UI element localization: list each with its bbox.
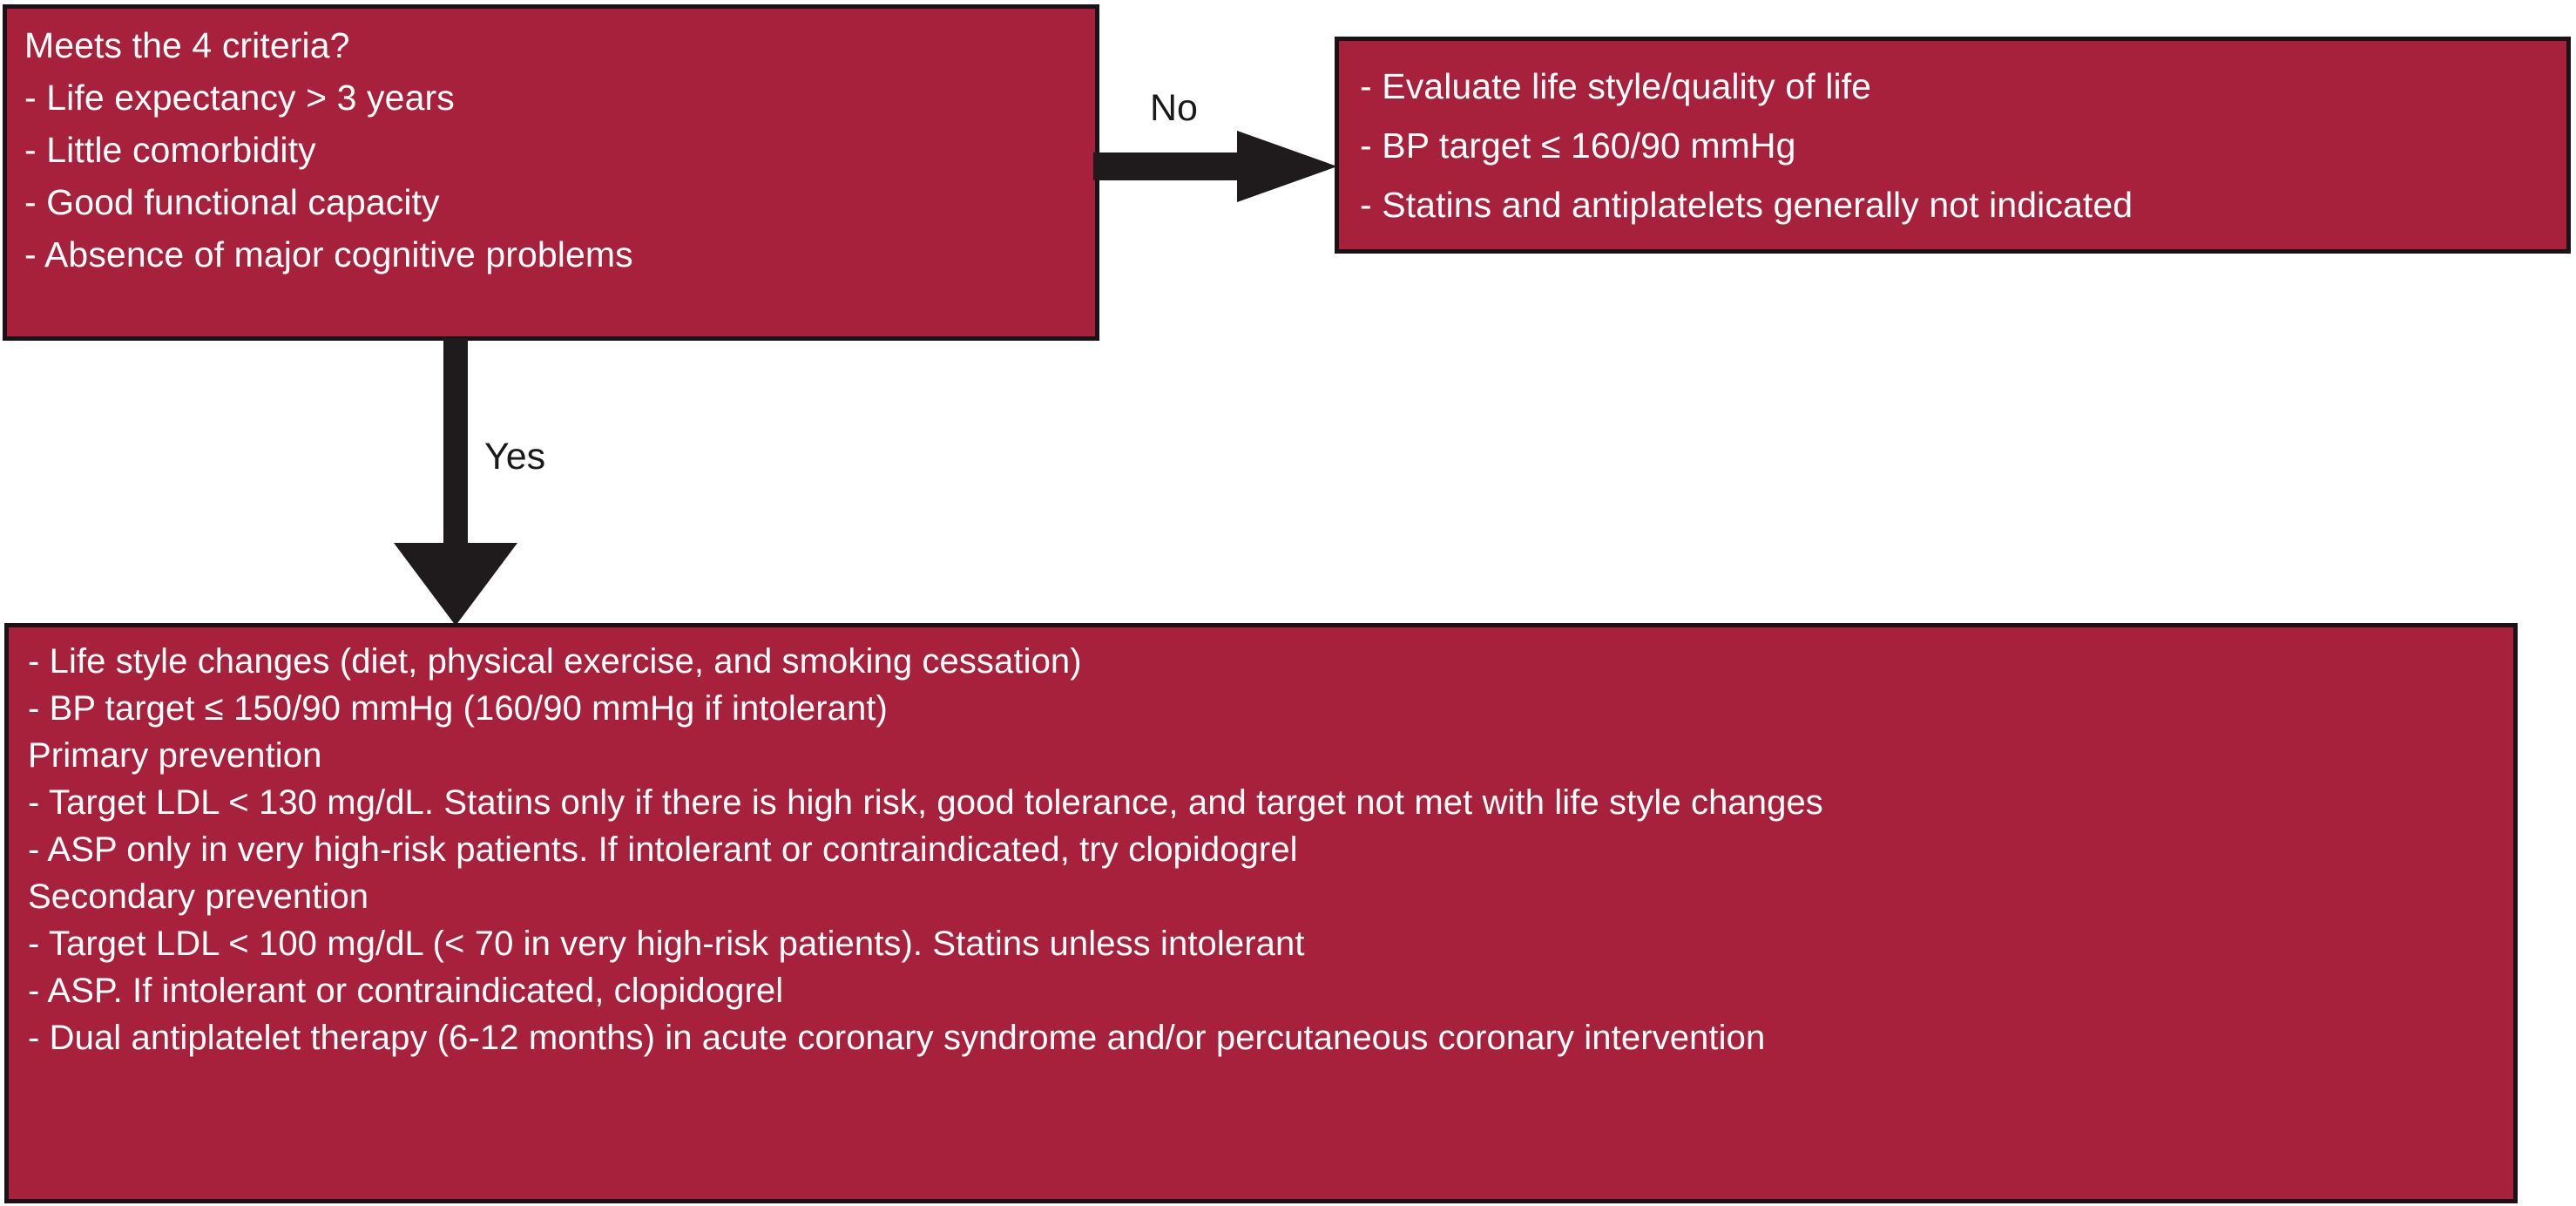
node-yes-branch-line-1: - BP target ≤ 150/90 mmHg (160/90 mmHg i… [28, 685, 2494, 732]
node-no-branch-line-0: - Evaluate life style/quality of life [1360, 66, 1872, 106]
node-criteria-line-1: - Life expectancy > 3 years [24, 78, 455, 118]
node-yes-branch-line-8: - Dual antiplatelet therapy (6-12 months… [28, 1014, 2494, 1061]
line-text: - Target LDL < 100 mg/dL (< 70 in very h… [28, 925, 1305, 963]
line-text: - Life style changes (diet, physical exe… [28, 642, 1082, 681]
line-text: Secondary prevention [28, 877, 369, 916]
arrow-down-yes-icon [394, 338, 517, 626]
line-text: - ASP. If intolerant or contraindicated,… [28, 972, 784, 1010]
node-criteria-line-4: - Absence of major cognitive problems [24, 234, 633, 274]
node-criteria-box: Meets the 4 criteria? - Life expectancy … [3, 4, 1099, 341]
node-yes-branch-heading-secondary: Secondary prevention [28, 873, 2494, 920]
arrow-right-no-icon [1093, 131, 1337, 202]
node-yes-branch-line-6: - Target LDL < 100 mg/dL (< 70 in very h… [28, 920, 2494, 967]
node-criteria-line-2: - Little comorbidity [24, 130, 316, 170]
line-text: - ASP only in very high-risk patients. I… [28, 830, 1298, 869]
line-text: Primary prevention [28, 736, 322, 775]
node-yes-branch-line-7: - ASP. If intolerant or contraindicated,… [28, 967, 2494, 1014]
node-yes-branch-line-3: - Target LDL < 130 mg/dL. Statins only i… [28, 779, 2494, 826]
line-text: - Target LDL < 130 mg/dL. Statins only i… [28, 783, 1823, 822]
line-text: - Dual antiplatelet therapy (6-12 months… [28, 1019, 1766, 1057]
edge-label-no: No [1150, 87, 1198, 129]
node-yes-branch-box: - Life style changes (diet, physical exe… [4, 623, 2518, 1203]
edge-label-yes: Yes [484, 436, 546, 478]
node-no-branch-line-2: - Statins and antiplatelets generally no… [1360, 185, 2133, 225]
node-no-branch-box: - Evaluate life style/quality of life - … [1335, 37, 2571, 254]
node-yes-branch-line-0: - Life style changes (diet, physical exe… [28, 638, 2494, 685]
node-yes-branch-line-4: - ASP only in very high-risk patients. I… [28, 826, 2494, 873]
node-criteria-line-3: - Good functional capacity [24, 182, 440, 222]
node-yes-branch-heading-primary: Primary prevention [28, 732, 2494, 779]
line-text: - BP target ≤ 150/90 mmHg (160/90 mmHg i… [28, 689, 888, 728]
node-no-branch-lines: - Evaluate life style/quality of life - … [1339, 41, 2566, 250]
node-yes-branch-lines: - Life style changes (diet, physical exe… [9, 627, 2513, 1072]
node-criteria-line-0: Meets the 4 criteria? [24, 25, 350, 65]
node-no-branch-line-1: - BP target ≤ 160/90 mmHg [1360, 125, 1796, 166]
node-criteria-lines: Meets the 4 criteria? - Life expectancy … [7, 9, 1095, 291]
